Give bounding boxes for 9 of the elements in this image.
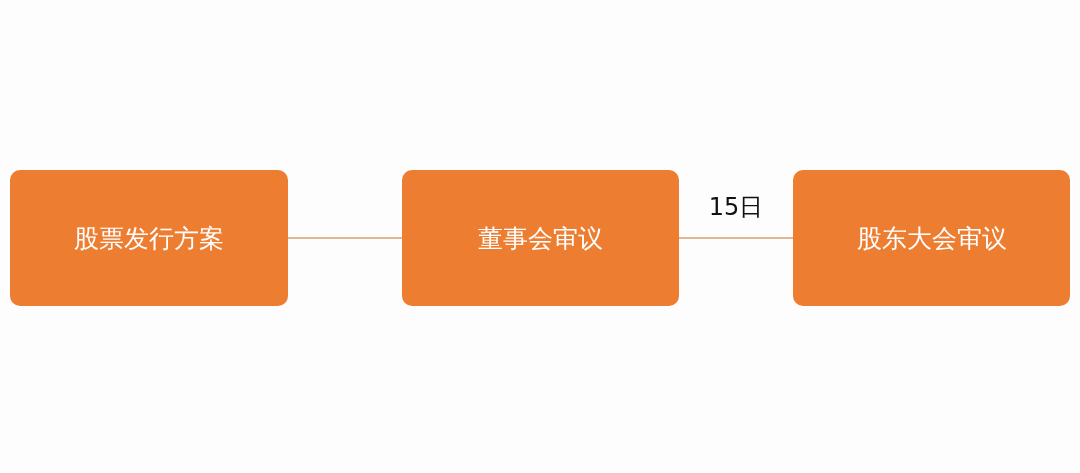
process-box xyxy=(10,170,288,306)
connector-line xyxy=(678,237,794,239)
edge-label: 15日 xyxy=(708,192,764,223)
box-label: 股东大会审议 xyxy=(856,222,1007,255)
connector-line xyxy=(287,237,403,239)
box-label: 董事会审议 xyxy=(478,222,603,255)
process-box xyxy=(793,170,1070,306)
process-box xyxy=(402,170,679,306)
box-label: 股票发行方案 xyxy=(74,222,224,255)
